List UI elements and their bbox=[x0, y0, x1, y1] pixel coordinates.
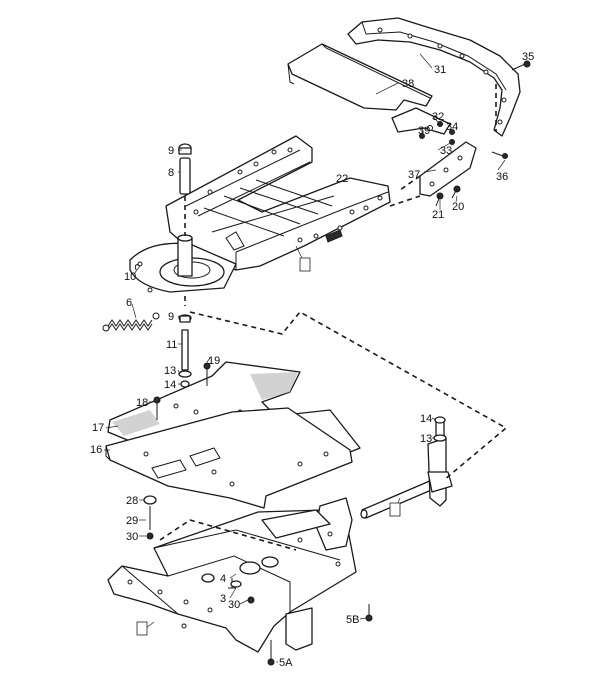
callout-10: 10 bbox=[124, 271, 136, 283]
callout-9-upper: 9 bbox=[168, 145, 174, 157]
callout-20: 20 bbox=[452, 201, 464, 213]
part-38-shield-plate bbox=[287, 43, 433, 111]
part-7-main-frame bbox=[129, 135, 391, 293]
callout-34: 34 bbox=[446, 121, 458, 133]
callout-30-lower: 30 bbox=[228, 599, 240, 611]
part-6-spring bbox=[102, 312, 160, 332]
callout-14-right: 14 bbox=[420, 413, 432, 425]
part-2-axle bbox=[360, 416, 453, 519]
part-1-lower-frame bbox=[107, 497, 357, 653]
callout-32: 32 bbox=[432, 111, 444, 123]
callout-38: 38 bbox=[402, 78, 414, 90]
callout-22: 22 bbox=[336, 173, 348, 185]
callout-19: 19 bbox=[208, 355, 220, 367]
callout-31: 31 bbox=[434, 64, 446, 76]
callout-14-left: 14 bbox=[164, 379, 176, 391]
callout-16: 16 bbox=[90, 444, 102, 456]
leader-lines bbox=[104, 53, 529, 663]
part-10-clip bbox=[135, 264, 141, 271]
callout-33: 33 bbox=[440, 145, 452, 157]
hardware-bolts-deck bbox=[153, 362, 211, 420]
callout-boxes bbox=[136, 257, 401, 636]
callout-6: 6 bbox=[126, 297, 132, 309]
callout-37: 37 bbox=[408, 169, 420, 181]
callout-35: 35 bbox=[522, 51, 534, 63]
callout-4: 4 bbox=[220, 573, 226, 585]
part-31-rear-bracket bbox=[347, 17, 521, 137]
part-16-lower-plate bbox=[105, 407, 353, 509]
part-bracket-small bbox=[391, 107, 451, 135]
callout-3: 3 bbox=[220, 593, 226, 605]
assembly-dashed-lines bbox=[159, 84, 508, 551]
callout-9-lower: 9 bbox=[168, 311, 174, 323]
part-8-pin bbox=[178, 143, 192, 195]
callout-39: 39 bbox=[418, 125, 430, 137]
part-37-side-plate bbox=[419, 141, 477, 197]
callout-11: 11 bbox=[166, 339, 177, 351]
callout-30-left: 30 bbox=[126, 531, 138, 543]
callout-21: 21 bbox=[432, 209, 444, 221]
callout-36: 36 bbox=[496, 171, 508, 183]
callout-8: 8 bbox=[168, 167, 174, 179]
callout-17: 17 bbox=[92, 422, 104, 434]
part-11-pin-stack bbox=[178, 314, 192, 388]
callout-29: 29 bbox=[126, 515, 138, 527]
callout-13-left: 13 bbox=[164, 365, 176, 377]
callout-5B: 5B bbox=[346, 614, 359, 626]
callout-28: 28 bbox=[126, 495, 138, 507]
callout-13-right: 13 bbox=[420, 433, 432, 445]
callout-labels: 35 31 38 32 34 39 33 36 37 20 21 22 9 8 … bbox=[90, 51, 534, 669]
callout-18: 18 bbox=[136, 397, 148, 409]
hardware-lower bbox=[143, 495, 373, 666]
callout-5A: 5A bbox=[279, 657, 293, 669]
